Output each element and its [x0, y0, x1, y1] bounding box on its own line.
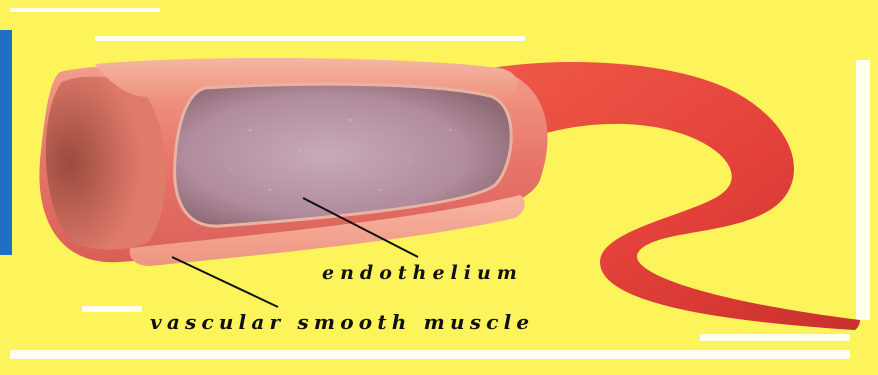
vascular-smooth-muscle-label: vascular smooth muscle	[150, 310, 534, 334]
vessel-interior	[46, 77, 166, 250]
endothelium-label: endothelium	[322, 262, 523, 284]
vascular-smooth-muscle-leader-line	[172, 257, 278, 307]
